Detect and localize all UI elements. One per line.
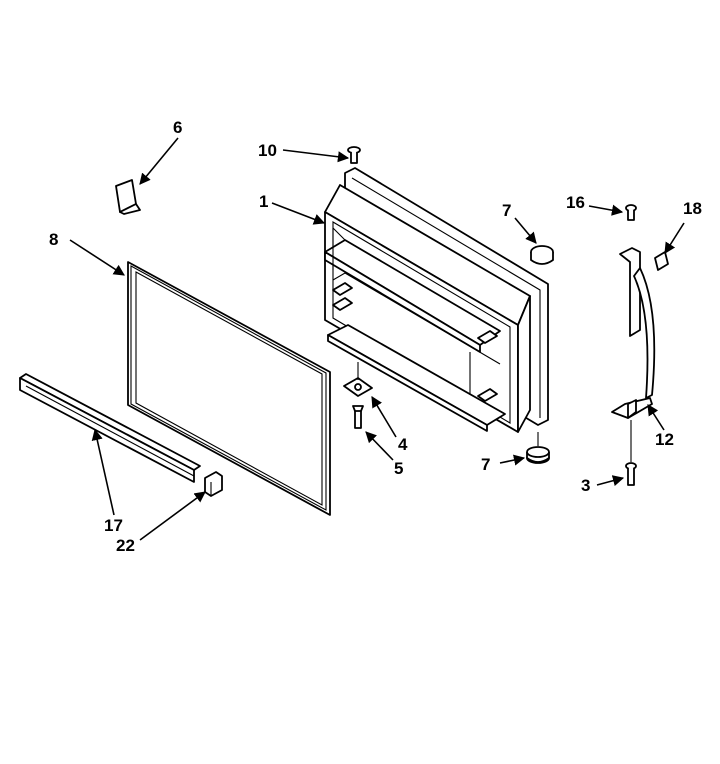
leader-7-top [514, 217, 537, 244]
leader-16 [588, 204, 624, 216]
part-8-door-gasket [127, 261, 331, 516]
part-10-screw [347, 146, 361, 164]
callout-4: 4 [398, 435, 408, 454]
leader-3 [596, 475, 625, 487]
leader-10 [282, 149, 350, 163]
leader-7-bottom [499, 454, 526, 466]
callout-12: 12 [655, 430, 674, 449]
part-5-screw [352, 405, 364, 429]
callout-17: 17 [104, 516, 123, 535]
part-17-breaker-strip [19, 373, 201, 483]
leader-22 [139, 491, 206, 541]
part-6-bracket-clip [115, 179, 141, 215]
leader-6 [139, 137, 179, 185]
callout-7-bottom: 7 [481, 455, 490, 474]
part-7-hinge-cap-top [530, 245, 554, 265]
part-1-door-liner [324, 167, 549, 433]
leader-4 [371, 396, 397, 438]
callout-3: 3 [581, 476, 590, 495]
part-4-door-stop [343, 362, 373, 397]
leader-5 [365, 431, 394, 461]
part-12-door-handle [611, 247, 656, 419]
leader-1 [271, 202, 326, 225]
part-18-handle-insert [654, 251, 669, 271]
part-16-screw [625, 204, 637, 221]
callout-8: 8 [49, 230, 58, 249]
callout-1: 1 [259, 192, 268, 211]
callout-10: 10 [258, 141, 277, 160]
callout-5: 5 [394, 459, 403, 478]
leader-8 [69, 239, 125, 276]
leader-12 [647, 404, 665, 431]
leader-lines [69, 137, 685, 541]
callout-labels: 6 10 1 7 8 16 18 4 5 7 12 3 17 22 [49, 118, 702, 555]
callout-7-top: 7 [502, 201, 511, 220]
part-3-screw [625, 420, 637, 486]
part-22-clip [204, 471, 223, 497]
callout-6: 6 [173, 118, 182, 137]
part-7-hinge-bushing-bottom [526, 432, 550, 464]
leader-17 [91, 428, 115, 516]
leader-18 [664, 222, 685, 254]
callout-18: 18 [683, 199, 702, 218]
callout-22: 22 [116, 536, 135, 555]
callout-16: 16 [566, 193, 585, 212]
